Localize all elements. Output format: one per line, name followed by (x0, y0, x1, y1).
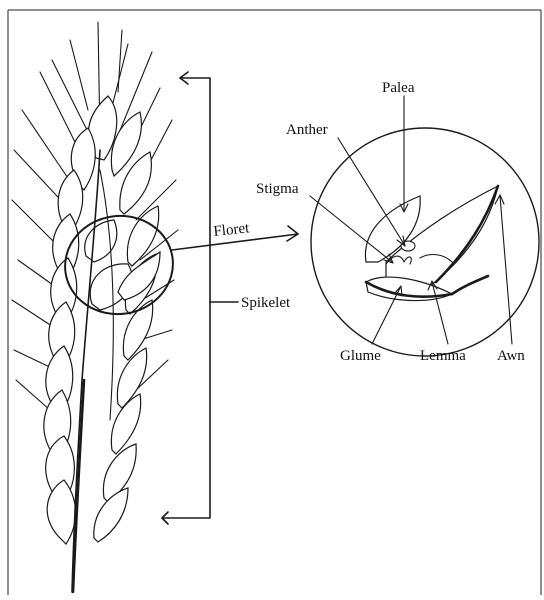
label-palea: Palea (382, 80, 415, 96)
label-floret: Floret (213, 220, 251, 240)
label-anther: Anther (286, 122, 328, 138)
wheat-ear-illustration (12, 22, 179, 592)
label-glume: Glume (340, 348, 381, 364)
label-awn: Awn (497, 348, 525, 364)
label-lemma: Lemma (420, 348, 466, 364)
magnified-floret-view (311, 128, 539, 356)
label-stigma: Stigma (256, 181, 299, 197)
spikelet-bracket (162, 72, 238, 524)
label-spikelet: Spikelet (241, 295, 291, 311)
spikelet-scales (44, 96, 160, 544)
